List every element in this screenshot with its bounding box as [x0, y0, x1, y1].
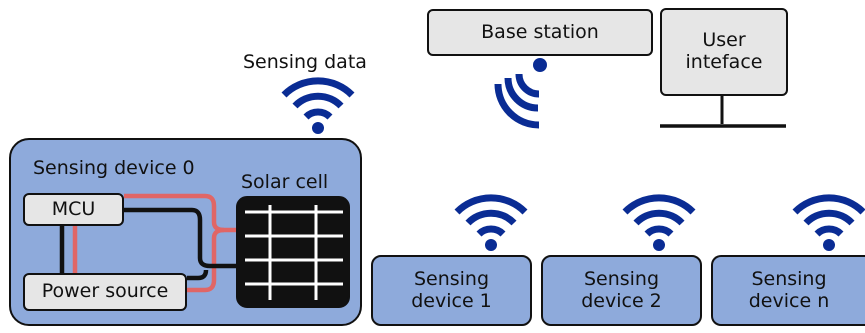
wifi-icon	[457, 198, 525, 251]
power-source-label: Power source	[41, 280, 169, 303]
sensing-device-2-box: Sensing device 2	[541, 255, 702, 326]
sensing-device-1-box: Sensing device 1	[371, 255, 532, 326]
solar-cell-label: Solar cell	[241, 171, 329, 193]
base-station-label: Base station	[481, 20, 599, 43]
monitor-screen: User inteface	[660, 8, 788, 96]
sensing-data-label: Sensing data	[243, 51, 367, 73]
power-source-box: Power source	[23, 273, 187, 311]
sensing-device-n-box: Sensing device n	[711, 255, 865, 326]
wifi-icon	[795, 198, 863, 251]
base-station-box: Base station	[427, 9, 653, 56]
wifi-icon	[625, 198, 693, 251]
device-2-label-2: device 2	[581, 289, 662, 312]
device-2-label-1: Sensing	[583, 267, 660, 290]
user-interface-label-2: inteface	[685, 51, 763, 73]
device-1-label-2: device 1	[411, 289, 492, 312]
device-n-label-2: device n	[748, 289, 830, 312]
device-1-label-1: Sensing	[413, 267, 490, 290]
mcu-box: MCU	[23, 193, 124, 226]
sensing-device-0-label: Sensing device 0	[33, 157, 195, 179]
device-n-label-1: Sensing	[751, 267, 827, 290]
wifi-icon	[284, 81, 352, 134]
user-interface-label-1: User	[702, 29, 746, 52]
mcu-label: MCU	[51, 197, 96, 220]
